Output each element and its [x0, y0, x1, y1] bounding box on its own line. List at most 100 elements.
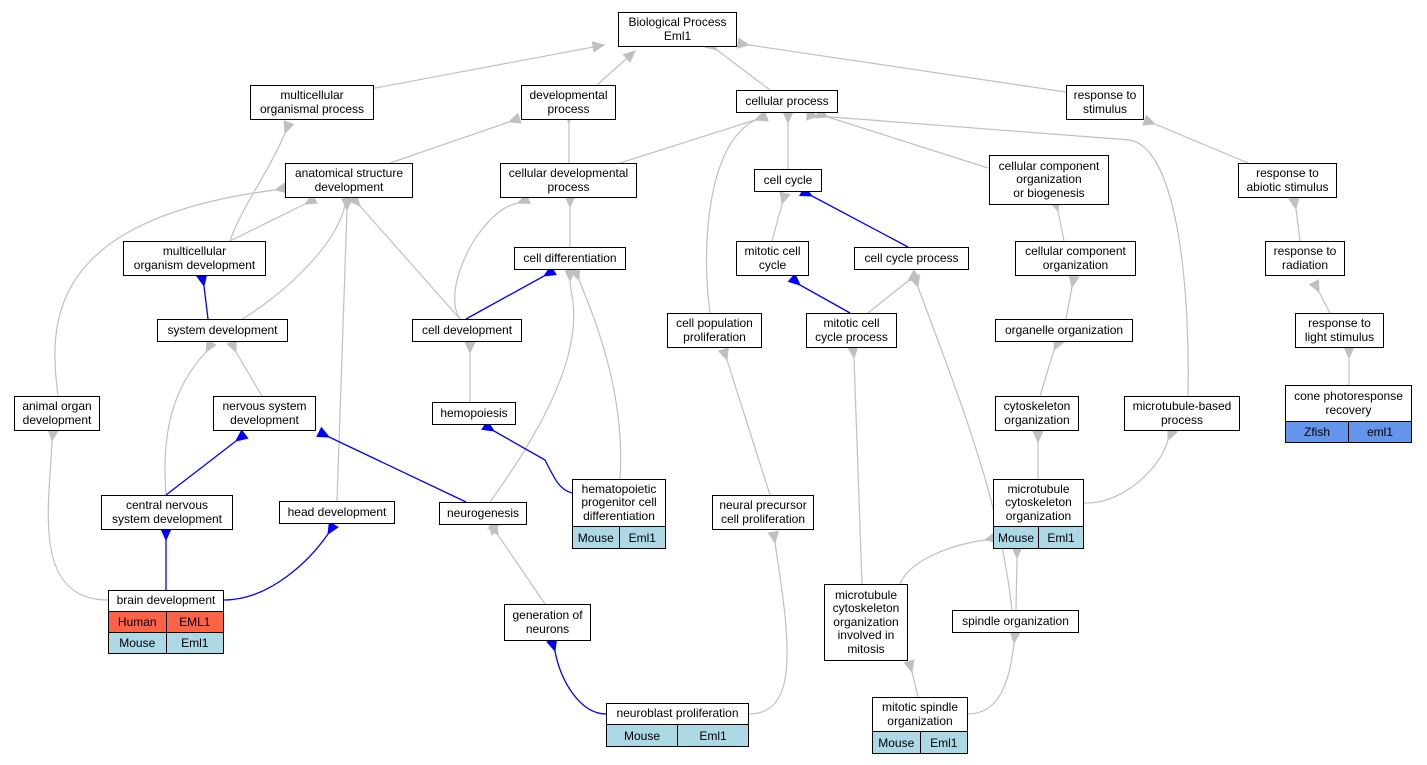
species-cell: Mouse — [872, 732, 921, 754]
species-cell: Zfish — [1285, 422, 1349, 443]
edge-line — [493, 430, 573, 494]
node-mitotic-spindle-organization[interactable]: mitotic spindle organization Mouse Eml1 — [872, 697, 968, 754]
edge-arrowhead — [1343, 346, 1355, 360]
edge-line — [799, 284, 851, 314]
node-cell-population-proliferation[interactable]: cell population proliferation — [667, 313, 762, 348]
edge-arrowhead — [487, 522, 499, 537]
node-developmental-process[interactable]: developmental process — [521, 85, 616, 120]
edge-line — [748, 44, 1067, 93]
node-nervous-system-development[interactable]: nervous system development — [213, 396, 316, 431]
edge-arrowhead — [779, 191, 791, 206]
edge-line — [811, 195, 909, 248]
edge-line — [771, 203, 783, 242]
edge-line — [1039, 349, 1055, 397]
node-neuroblast-proliferation[interactable]: neuroblast proliferation Mouse Eml1 — [606, 703, 749, 747]
node-microtubule-cytoskeleton-organization-involved-in-mitosis[interactable]: microtubule cytoskeleton organization in… — [824, 584, 908, 661]
edge-arrowhead — [782, 111, 794, 125]
node-cellular-component-organization-or-biogenesis[interactable]: cellular component organization or bioge… — [989, 155, 1109, 205]
edge-arrowhead — [283, 120, 295, 135]
node-cell-cycle-process[interactable]: cell cycle process — [854, 247, 969, 270]
edge-arrowhead — [1032, 430, 1044, 444]
edge-line — [465, 275, 545, 320]
node-animal-organ-development[interactable]: animal organ development — [14, 396, 100, 431]
edge-line — [705, 119, 757, 314]
edge-line — [917, 286, 1013, 611]
table-title: neuroblast proliferation — [606, 703, 749, 725]
node-microtubule-based-process[interactable]: microtubule-based process — [1124, 396, 1240, 431]
node-response-to-stimulus[interactable]: response to stimulus — [1066, 85, 1144, 120]
node-mitotic-cell-cycle[interactable]: mitotic cell cycle — [736, 241, 809, 276]
node-response-to-light-stimulus[interactable]: response to light stimulus — [1295, 313, 1384, 348]
edge-line — [54, 189, 276, 397]
edge-arrowhead — [847, 345, 859, 360]
edge-arrowhead — [327, 521, 339, 536]
node-central-nervous-system-development[interactable]: central nervous system development — [101, 495, 233, 530]
edge-line — [229, 132, 286, 242]
edge-arrowhead — [341, 198, 353, 212]
node-multicellular-organismal-process[interactable]: multicellular organismal process — [250, 85, 374, 120]
edge-line — [359, 205, 461, 320]
edge-line — [1015, 557, 1018, 611]
table-title: mitotic spindle organization — [872, 697, 968, 732]
node-biological-process[interactable]: Biological Process Eml1 — [618, 12, 737, 47]
species-cell: Mouse — [572, 527, 620, 549]
edge-arrowhead — [1009, 630, 1021, 645]
edge-arrowhead — [1288, 196, 1300, 211]
node-anatomical-structure-development[interactable]: anatomical structure development — [285, 163, 413, 198]
edge-line — [223, 533, 329, 601]
edge-line — [619, 119, 756, 164]
edge-line — [911, 671, 919, 698]
node-response-to-abiotic-stimulus[interactable]: response to abiotic stimulus — [1238, 163, 1337, 198]
edge-arrowhead — [160, 528, 172, 542]
node-cell-differentiation[interactable]: cell differentiation — [514, 247, 626, 270]
edge-arrowhead — [1142, 114, 1157, 126]
edge-line — [853, 357, 863, 585]
edge-line — [827, 116, 989, 169]
node-system-development[interactable]: system development — [157, 319, 288, 342]
edge-line — [726, 359, 771, 496]
node-response-to-radiation[interactable]: response to radiation — [1265, 241, 1345, 276]
edge-line — [1065, 286, 1073, 320]
edge-arrowhead — [507, 112, 522, 124]
table-title: cone photoresponse recovery — [1285, 385, 1412, 422]
edge-line — [47, 440, 109, 601]
edge-arrowhead — [591, 41, 606, 53]
edge-line — [164, 351, 207, 496]
edge-line — [235, 351, 263, 397]
table-title: microtubule cytoskeleton organization — [993, 479, 1084, 527]
edge-line — [1057, 210, 1065, 242]
node-cytoskeleton-organization[interactable]: cytoskeleton organization — [995, 396, 1079, 431]
node-head-development[interactable]: head development — [279, 501, 395, 524]
edge-arrowhead — [464, 341, 476, 355]
node-neurogenesis[interactable]: neurogenesis — [439, 502, 527, 525]
node-cell-development[interactable]: cell development — [412, 319, 522, 342]
edge-arrowhead — [1068, 274, 1080, 289]
edge-arrowhead — [903, 659, 915, 674]
edge-line — [369, 44, 605, 90]
edge-line — [716, 49, 771, 91]
node-multicellular-organism-development[interactable]: multicellular organism development — [123, 241, 266, 276]
node-brain-development[interactable]: brain development Human EML1 Mouse Eml1 — [108, 590, 224, 654]
gene-cell: Eml1 — [920, 732, 968, 754]
node-generation-of-neurons[interactable]: generation of neurons — [504, 604, 591, 641]
edge-arrowhead — [754, 110, 769, 122]
edge-arrowhead — [787, 273, 801, 286]
species-cell: Mouse — [606, 725, 678, 747]
gene-cell: Eml1 — [1039, 527, 1084, 549]
node-spindle-organization[interactable]: spindle organization — [952, 610, 1079, 633]
edge-line — [328, 436, 467, 503]
node-cellular-process[interactable]: cellular process — [736, 90, 838, 113]
node-hemopoiesis[interactable]: hemopoiesis — [432, 402, 516, 425]
node-organelle-organization[interactable]: organelle organization — [995, 319, 1133, 342]
species-cell: Mouse — [108, 633, 167, 654]
node-microtubule-cytoskeleton-organization[interactable]: microtubule cytoskeleton organization Mo… — [993, 479, 1084, 549]
edge-arrowhead — [1308, 279, 1320, 294]
node-cellular-component-organization[interactable]: cellular component organization — [1015, 241, 1136, 276]
node-cell-cycle[interactable]: cell cycle — [754, 169, 822, 192]
node-cone-photoresponse-recovery[interactable]: cone photoresponse recovery Zfish eml1 — [1285, 385, 1412, 443]
node-mitotic-cell-cycle-process[interactable]: mitotic cell cycle process — [806, 313, 897, 348]
node-cellular-developmental-process[interactable]: cellular developmental process — [500, 163, 637, 198]
node-neural-precursor-cell-proliferation[interactable]: neural precursor cell proliferation — [712, 495, 814, 530]
node-hematopoietic-progenitor-cell-differentiation[interactable]: hematopoietic progenitor cell differenti… — [572, 479, 666, 549]
edge-arrowhead — [736, 37, 751, 49]
